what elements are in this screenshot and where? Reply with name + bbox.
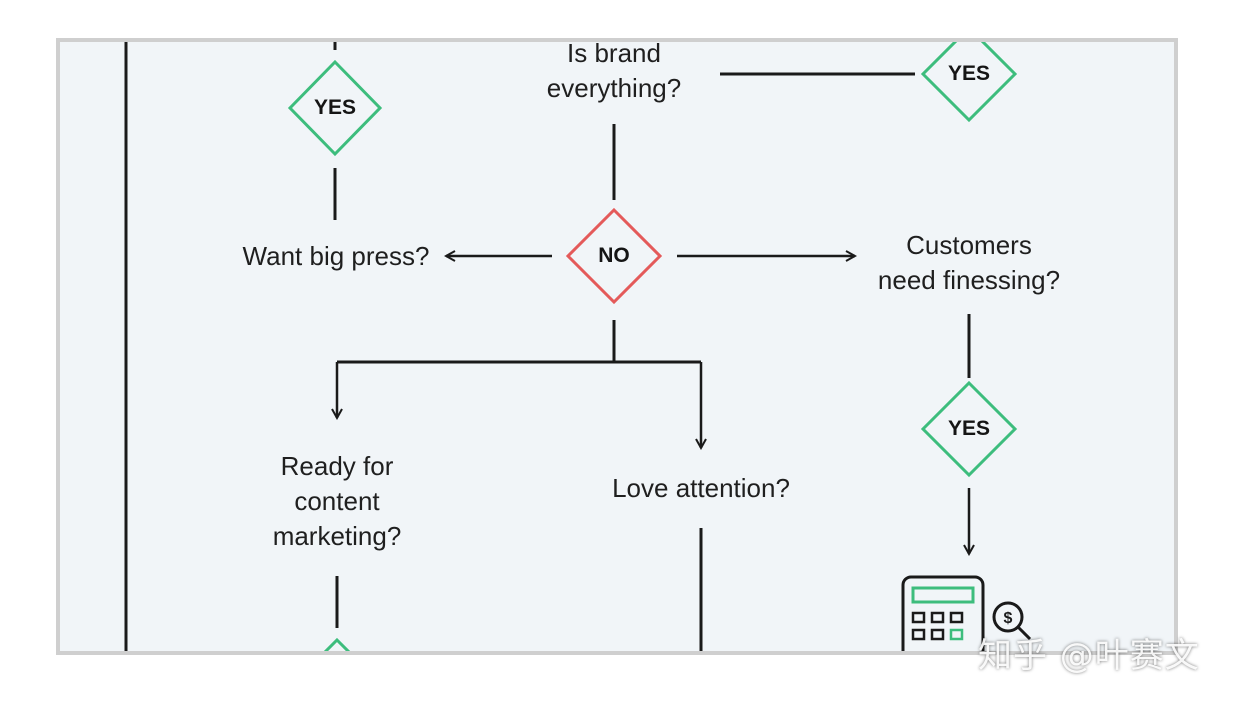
question-ready-for-content-marketing: Ready for content marketing? [272, 451, 402, 551]
flowchart-connectors: $ [124, 42, 1032, 651]
question-love-attention: Love attention? [612, 473, 790, 503]
no-badge: NO [598, 244, 630, 267]
yes-badge-top-right: YES [947, 62, 991, 85]
calculator-icon [901, 575, 985, 651]
svg-text:$: $ [1004, 610, 1013, 627]
yes-diamond-top-right [920, 42, 1018, 123]
question-customers-need-finessing: Customers need finessing? [877, 230, 1061, 295]
magnifier-dollar-icon: $ [992, 601, 1032, 641]
yes-diamond-top-left [287, 59, 383, 157]
flowchart-frame: $ Is brand everything? Want big press? C… [56, 38, 1178, 655]
question-is-brand-everything: Is brand everything? [546, 38, 682, 103]
watermark: 知乎 @叶赛文 [978, 636, 1200, 676]
yes-diamond-right [920, 380, 1018, 478]
no-diamond [565, 207, 663, 305]
yes-badge-top-left: YES [313, 96, 357, 119]
yes-badge-right: YES [947, 417, 991, 440]
content-yes-diamond-partial [323, 637, 351, 651]
question-want-big-press: Want big press? [242, 241, 430, 271]
